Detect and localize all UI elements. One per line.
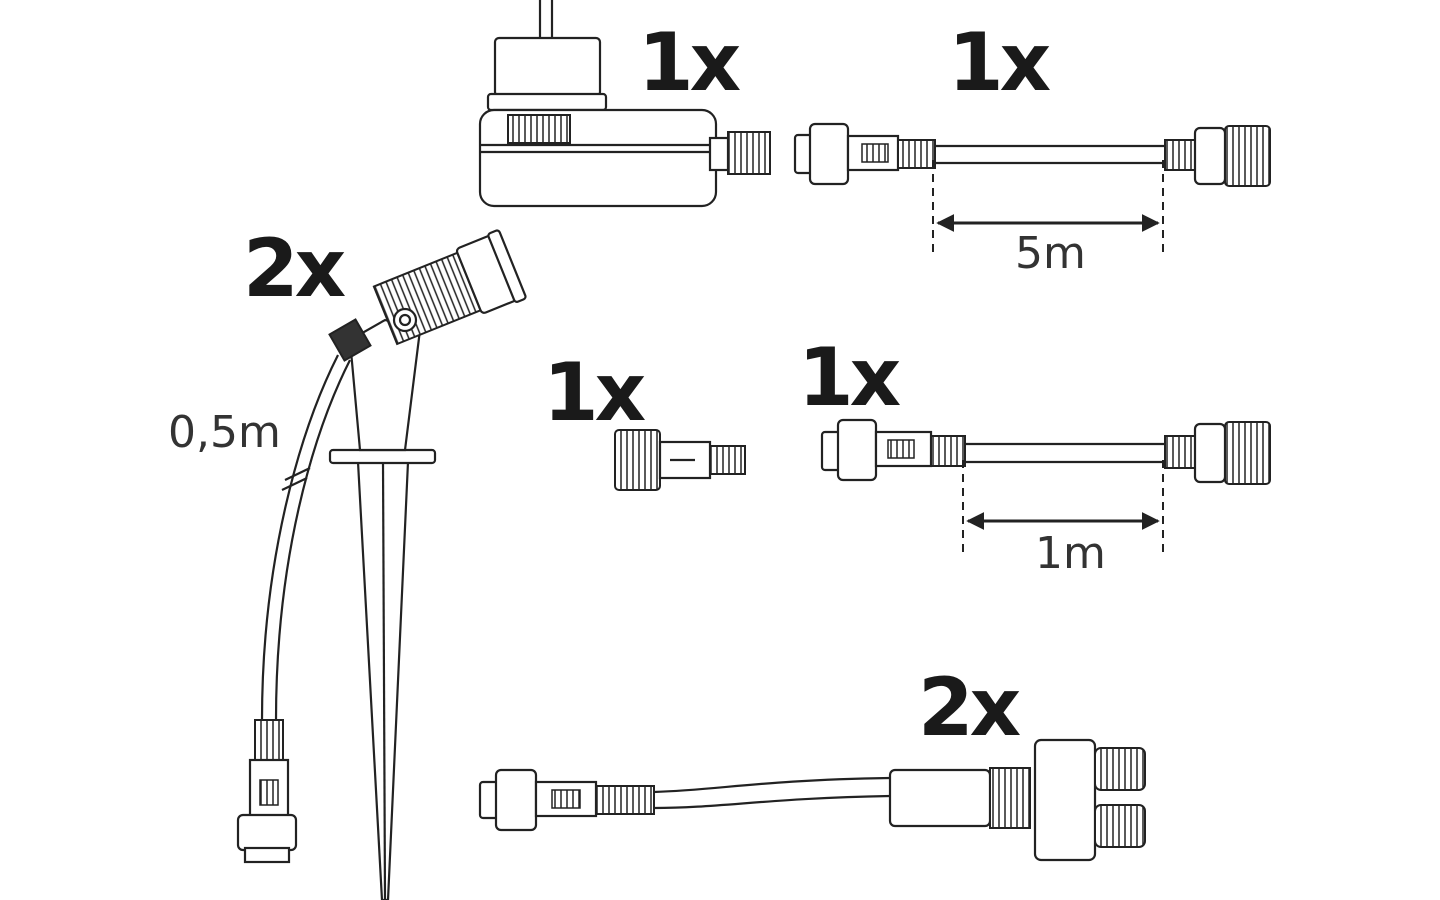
cable-5m-length: 5m <box>1015 228 1086 279</box>
end-cap-drawing <box>614 429 746 491</box>
cable-1m-drawing <box>820 418 1271 555</box>
splitter-drawing <box>478 738 1146 862</box>
spotlight-qty: 2x <box>243 222 346 315</box>
spotlight-cable-length: 0,5m <box>168 407 281 458</box>
cable-5m-qty: 1x <box>948 16 1051 109</box>
cable-1m-qty: 1x <box>798 331 901 424</box>
spotlight-drawing <box>236 229 527 900</box>
splitter-qty: 2x <box>918 661 1021 754</box>
cable-1m-length: 1m <box>1035 528 1106 579</box>
end-cap-qty: 1x <box>543 346 646 439</box>
transformer-qty: 1x <box>638 16 741 109</box>
cable-5m-drawing <box>793 122 1271 255</box>
transformer-drawing <box>478 0 771 208</box>
